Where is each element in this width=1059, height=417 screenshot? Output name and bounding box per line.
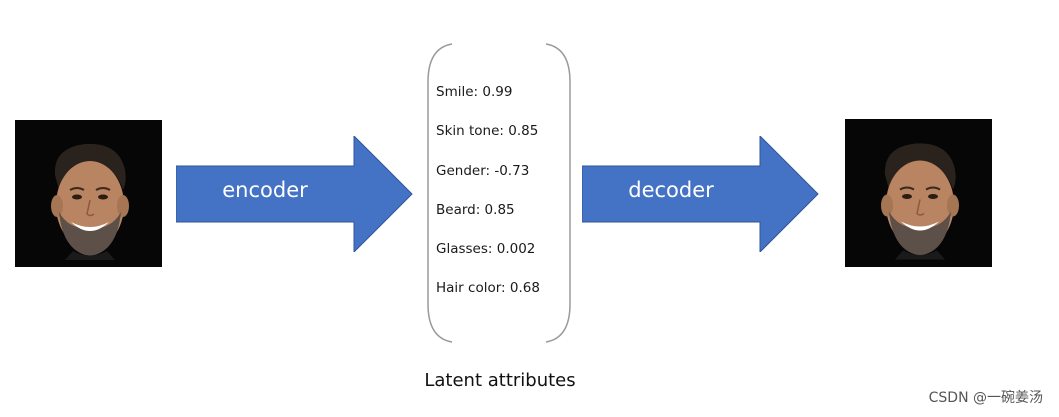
- decoder-label: decoder: [628, 178, 714, 202]
- encoder-arrow: encoder: [176, 136, 414, 252]
- latent-attribute: Hair color: 0.68: [436, 280, 540, 297]
- input-face-image: [15, 120, 162, 267]
- latent-attribute: Gender: -0.73: [436, 162, 530, 179]
- decoder-arrow-shape: [582, 136, 819, 252]
- face-photo-icon: [881, 143, 959, 260]
- latent-attribute: Skin tone: 0.85: [436, 123, 539, 140]
- latent-attribute: Beard: 0.85: [436, 201, 515, 218]
- watermark-text: CSDN @一碗姜汤: [928, 390, 1043, 406]
- decoder-arrow: decoder: [582, 136, 820, 252]
- bracket-outline: [427, 43, 571, 343]
- latent-attributes-caption: Latent attributes: [424, 370, 576, 391]
- right-arrow-icon: [582, 136, 819, 252]
- output-face-image: [845, 119, 992, 267]
- right-arrow-icon: [176, 136, 413, 252]
- encoder-arrow-shape: [176, 136, 413, 252]
- latent-attribute: Smile: 0.99: [436, 84, 513, 100]
- latent-attribute-list: Smile: 0.99 Skin tone: 0.85 Gender: -0.7…: [436, 84, 540, 320]
- encoder-label: encoder: [222, 178, 308, 202]
- face-photo-icon: [51, 143, 129, 260]
- latent-attributes-box: Smile: 0.99 Skin tone: 0.85 Gender: -0.7…: [424, 42, 574, 344]
- latent-attribute: Glasses: 0.002: [436, 241, 536, 258]
